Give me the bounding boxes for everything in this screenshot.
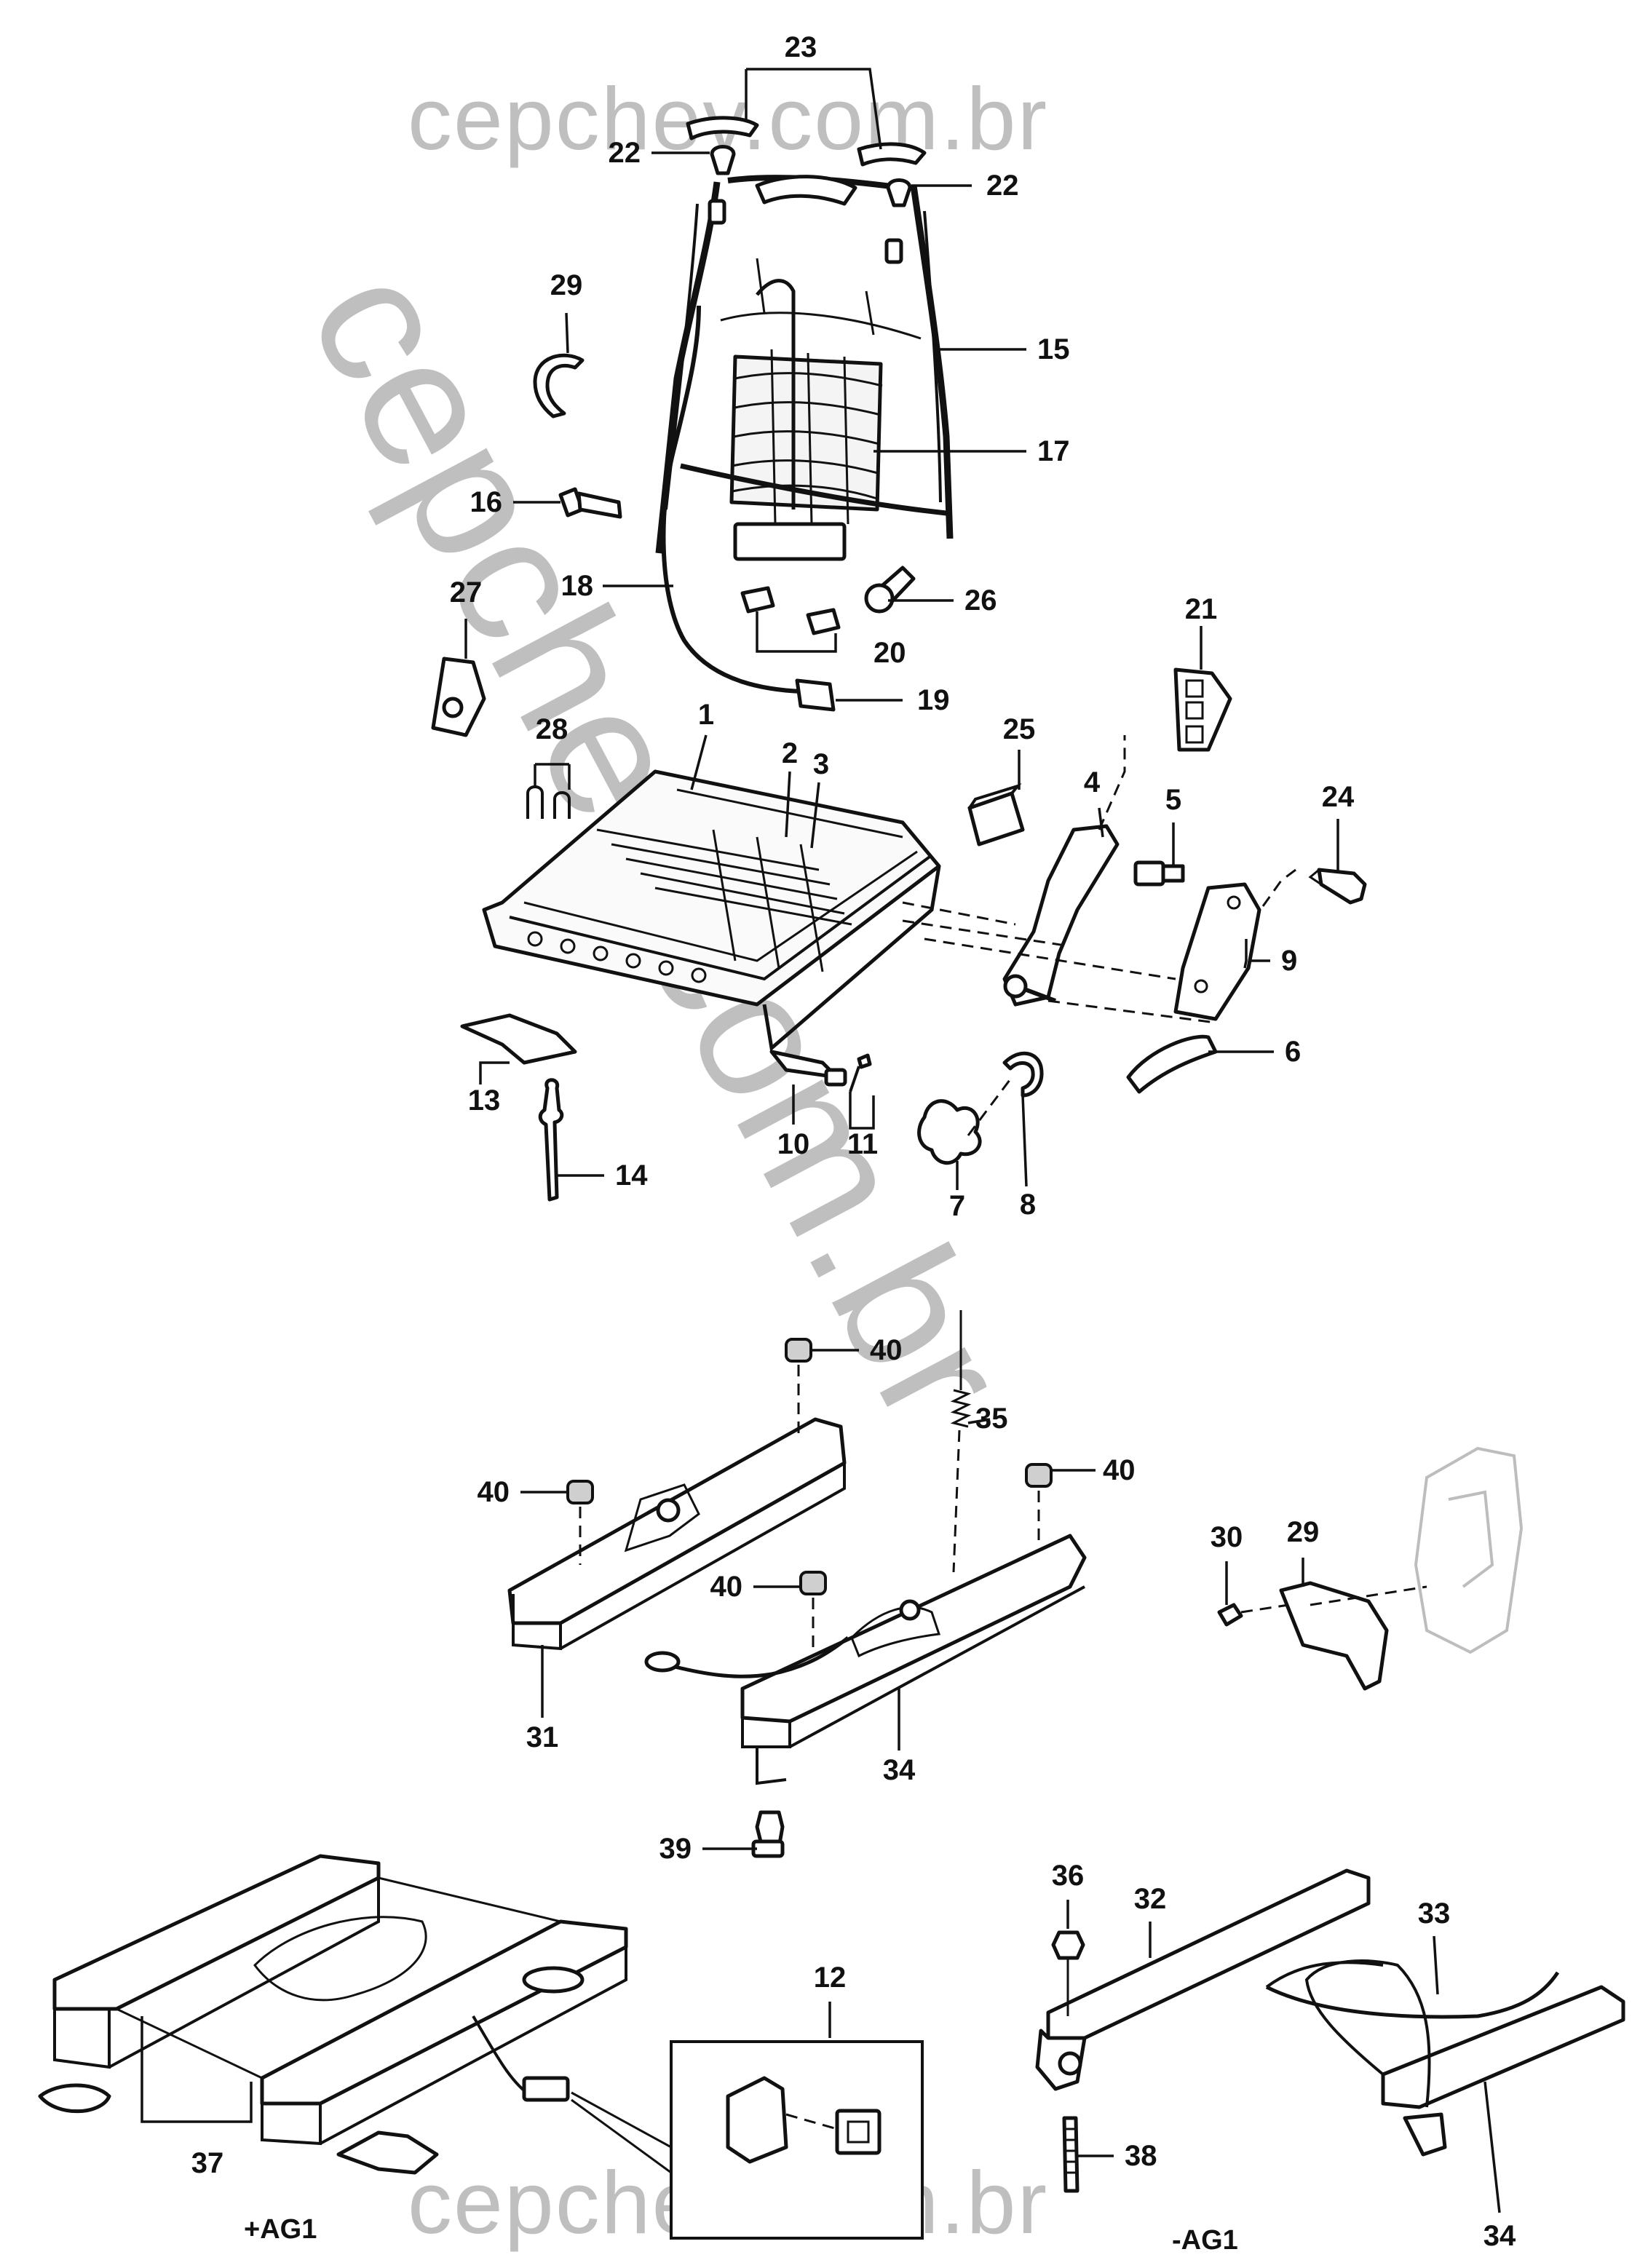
callout-12: 12 <box>814 1962 847 1994</box>
callout-38: 38 <box>1125 2140 1157 2172</box>
callout-labels: 23 22 22 29 15 17 16 18 26 27 20 21 19 1… <box>191 31 1516 2256</box>
callout-40-a: 40 <box>870 1334 903 1366</box>
track-set-without-airbag <box>1035 1868 1625 2193</box>
callout-32-b: 32 <box>1134 1883 1167 1915</box>
callout-3: 3 <box>813 748 829 780</box>
callout-18: 18 <box>561 570 594 602</box>
front-holes <box>527 931 707 983</box>
track-set-with-airbag <box>38 1854 628 2175</box>
callout-2: 2 <box>782 737 798 769</box>
callout-9: 9 <box>1281 945 1297 977</box>
callout-22-left: 22 <box>609 137 641 169</box>
seat-back-small-parts <box>431 353 1232 846</box>
callout-8: 8 <box>1020 1189 1036 1221</box>
callout-17: 17 <box>1037 435 1070 467</box>
callout-20: 20 <box>873 637 906 669</box>
watermark-layer: cepchev.com.br cepchev.com.br cepchev.co… <box>272 69 1047 2252</box>
seat-back-frame <box>655 116 954 712</box>
callout-36: 36 <box>1052 1860 1085 1892</box>
callout-21: 21 <box>1185 593 1218 625</box>
callout-19: 19 <box>917 684 950 716</box>
callout-28: 28 <box>536 713 569 745</box>
connector-detail-box <box>571 2040 924 2240</box>
callout-11: 11 <box>847 1128 878 1160</box>
callout-40-d: 40 <box>710 1571 743 1603</box>
callout-4: 4 <box>1084 766 1101 798</box>
callout-15: 15 <box>1037 333 1070 365</box>
callout-7: 7 <box>949 1190 965 1222</box>
seat-tracks-detail <box>507 1310 1524 1858</box>
note-without-airbag: -AG1 <box>1172 2225 1238 2256</box>
callout-22-right: 22 <box>986 170 1019 202</box>
callout-30: 29 <box>1287 1516 1320 1548</box>
callout-16: 16 <box>470 486 503 518</box>
recliner-assembly <box>902 735 1367 1165</box>
callout-25: 25 <box>1003 713 1036 745</box>
callout-39: 39 <box>659 1833 692 1865</box>
leader-lines <box>140 68 1501 2213</box>
callout-40-c: 40 <box>478 1476 510 1508</box>
callout-10: 10 <box>777 1128 810 1160</box>
note-with-airbag: +AG1 <box>244 2214 317 2245</box>
callout-34-a: 34 <box>883 1754 916 1786</box>
callout-35: 35 <box>975 1403 1008 1435</box>
seat-cushion-frame <box>460 769 941 1202</box>
callout-29: 29 <box>550 269 583 301</box>
callout-40-b: 40 <box>1103 1454 1136 1486</box>
callout-34-b: 34 <box>1483 2220 1516 2252</box>
callout-33: 33 <box>1418 1898 1451 1930</box>
callout-5: 5 <box>1165 784 1181 816</box>
callout-32-a: 31 <box>526 1721 559 1753</box>
lumbar-support <box>729 349 883 561</box>
callout-31: 30 <box>1211 1521 1243 1553</box>
callout-1: 1 <box>698 699 714 731</box>
callout-27: 27 <box>450 576 483 608</box>
callout-24: 24 <box>1322 781 1355 813</box>
callout-6: 6 <box>1285 1036 1301 1068</box>
callout-26: 26 <box>964 584 997 616</box>
callout-13: 13 <box>468 1085 501 1117</box>
callout-37: 37 <box>191 2147 224 2179</box>
rubber-stops <box>566 1338 1053 1595</box>
callout-14: 14 <box>615 1159 648 1192</box>
callout-23: 23 <box>785 31 817 63</box>
